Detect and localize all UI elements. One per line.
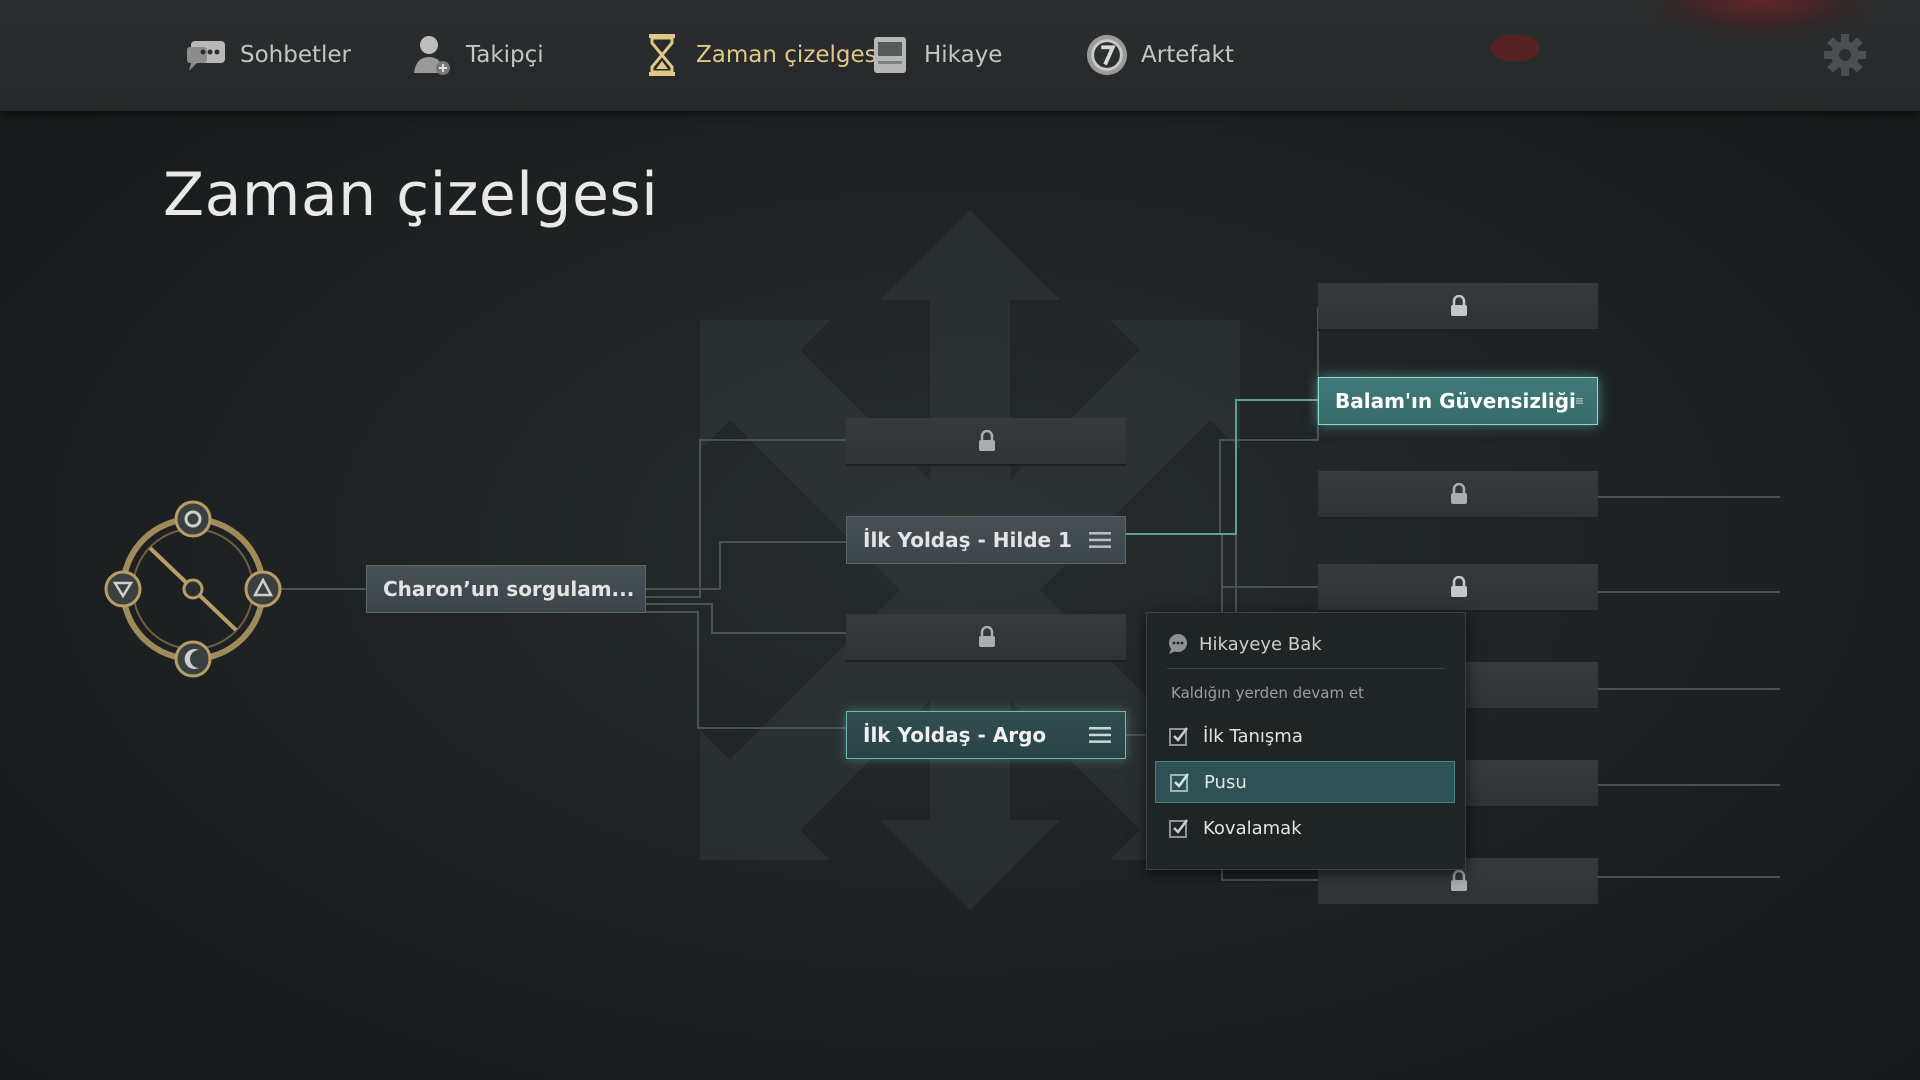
timeline-node-balam[interactable]: Balam'ın Güvensizliği	[1318, 377, 1598, 425]
lock-icon	[1451, 295, 1467, 316]
popup-subtitle: Kaldığın yerden devam et	[1171, 684, 1364, 702]
nav-tab-label: Takipçi	[466, 42, 544, 68]
nav-tab-timeline[interactable]: Zaman çizelgesi	[640, 30, 883, 80]
timeline-node-locked[interactable]	[846, 418, 1126, 466]
chapter-label: İlk Tanışma	[1203, 725, 1303, 747]
timeline-node-locked[interactable]	[1318, 283, 1598, 331]
node-label: İlk Yoldaş - Hilde 1	[863, 528, 1072, 552]
node-label: Balam'ın Güvensizliği	[1335, 389, 1576, 413]
timeline-node-root[interactable]: Charon’un sorgulam...	[366, 565, 646, 613]
gear-icon	[1824, 34, 1866, 76]
chapter-label: Kovalamak	[1203, 817, 1302, 839]
page-title: Zaman çizelgesi	[163, 160, 659, 230]
story-context-menu: Hikayeye Bak Kaldığın yerden devam et İl…	[1146, 612, 1466, 870]
chapter-label: Pusu	[1204, 771, 1247, 793]
top-navigation-bar: Sohbetler Takipçi Zaman çizelgesi Hikaye…	[0, 0, 1920, 111]
lock-icon	[979, 626, 995, 647]
timeline-node-hilde[interactable]: İlk Yoldaş - Hilde 1	[846, 516, 1126, 564]
speech-bubble-icon	[1169, 634, 1187, 654]
artifact-coin-icon	[1085, 33, 1129, 77]
node-label: Charon’un sorgulam...	[383, 577, 635, 601]
chat-icon	[184, 33, 228, 77]
compass-emblem	[100, 496, 286, 682]
lock-icon	[1451, 483, 1467, 504]
checkbox-checked-icon	[1169, 819, 1188, 838]
node-label: İlk Yoldaş - Argo	[863, 723, 1047, 747]
nav-tab-label: Sohbetler	[240, 42, 352, 68]
lock-icon	[1451, 576, 1467, 597]
checkbox-checked-icon	[1169, 727, 1188, 746]
timeline-node-locked[interactable]	[846, 614, 1126, 662]
timeline-node-locked[interactable]	[1318, 564, 1598, 612]
nav-tab-story[interactable]: Hikaye	[868, 30, 1002, 80]
timeline-node-locked[interactable]	[1318, 471, 1598, 519]
book-icon	[868, 33, 912, 77]
settings-button[interactable]	[1822, 32, 1868, 78]
timeline-node-argo[interactable]: İlk Yoldaş - Argo	[846, 711, 1126, 759]
popup-title: Hikayeye Bak	[1199, 633, 1322, 655]
follower-icon	[410, 33, 454, 77]
checkbox-checked-icon	[1170, 773, 1189, 792]
decorative-splatter	[1490, 34, 1540, 62]
nav-tab-chats[interactable]: Sohbetler	[184, 30, 351, 80]
list-menu-icon	[1089, 727, 1111, 743]
chapter-item-selected[interactable]: Pusu	[1155, 761, 1455, 803]
nav-tab-artifact[interactable]: Artefakt	[1085, 30, 1234, 80]
nav-tab-label: Zaman çizelgesi	[696, 42, 884, 68]
nav-tab-label: Hikaye	[924, 42, 1003, 68]
list-menu-icon	[1575, 398, 1583, 404]
view-story-option[interactable]: Hikayeye Bak	[1167, 633, 1322, 655]
list-menu-icon	[1089, 532, 1111, 548]
hourglass-icon	[640, 33, 684, 77]
lock-icon	[979, 430, 995, 451]
nav-tab-follower[interactable]: Takipçi	[410, 30, 544, 80]
chapter-item[interactable]: Kovalamak	[1155, 807, 1455, 849]
nav-tab-label: Artefakt	[1141, 42, 1234, 68]
chapter-item[interactable]: İlk Tanışma	[1155, 715, 1455, 757]
decorative-splatter	[1640, 0, 1880, 40]
lock-icon	[1451, 870, 1467, 891]
divider	[1167, 668, 1445, 669]
